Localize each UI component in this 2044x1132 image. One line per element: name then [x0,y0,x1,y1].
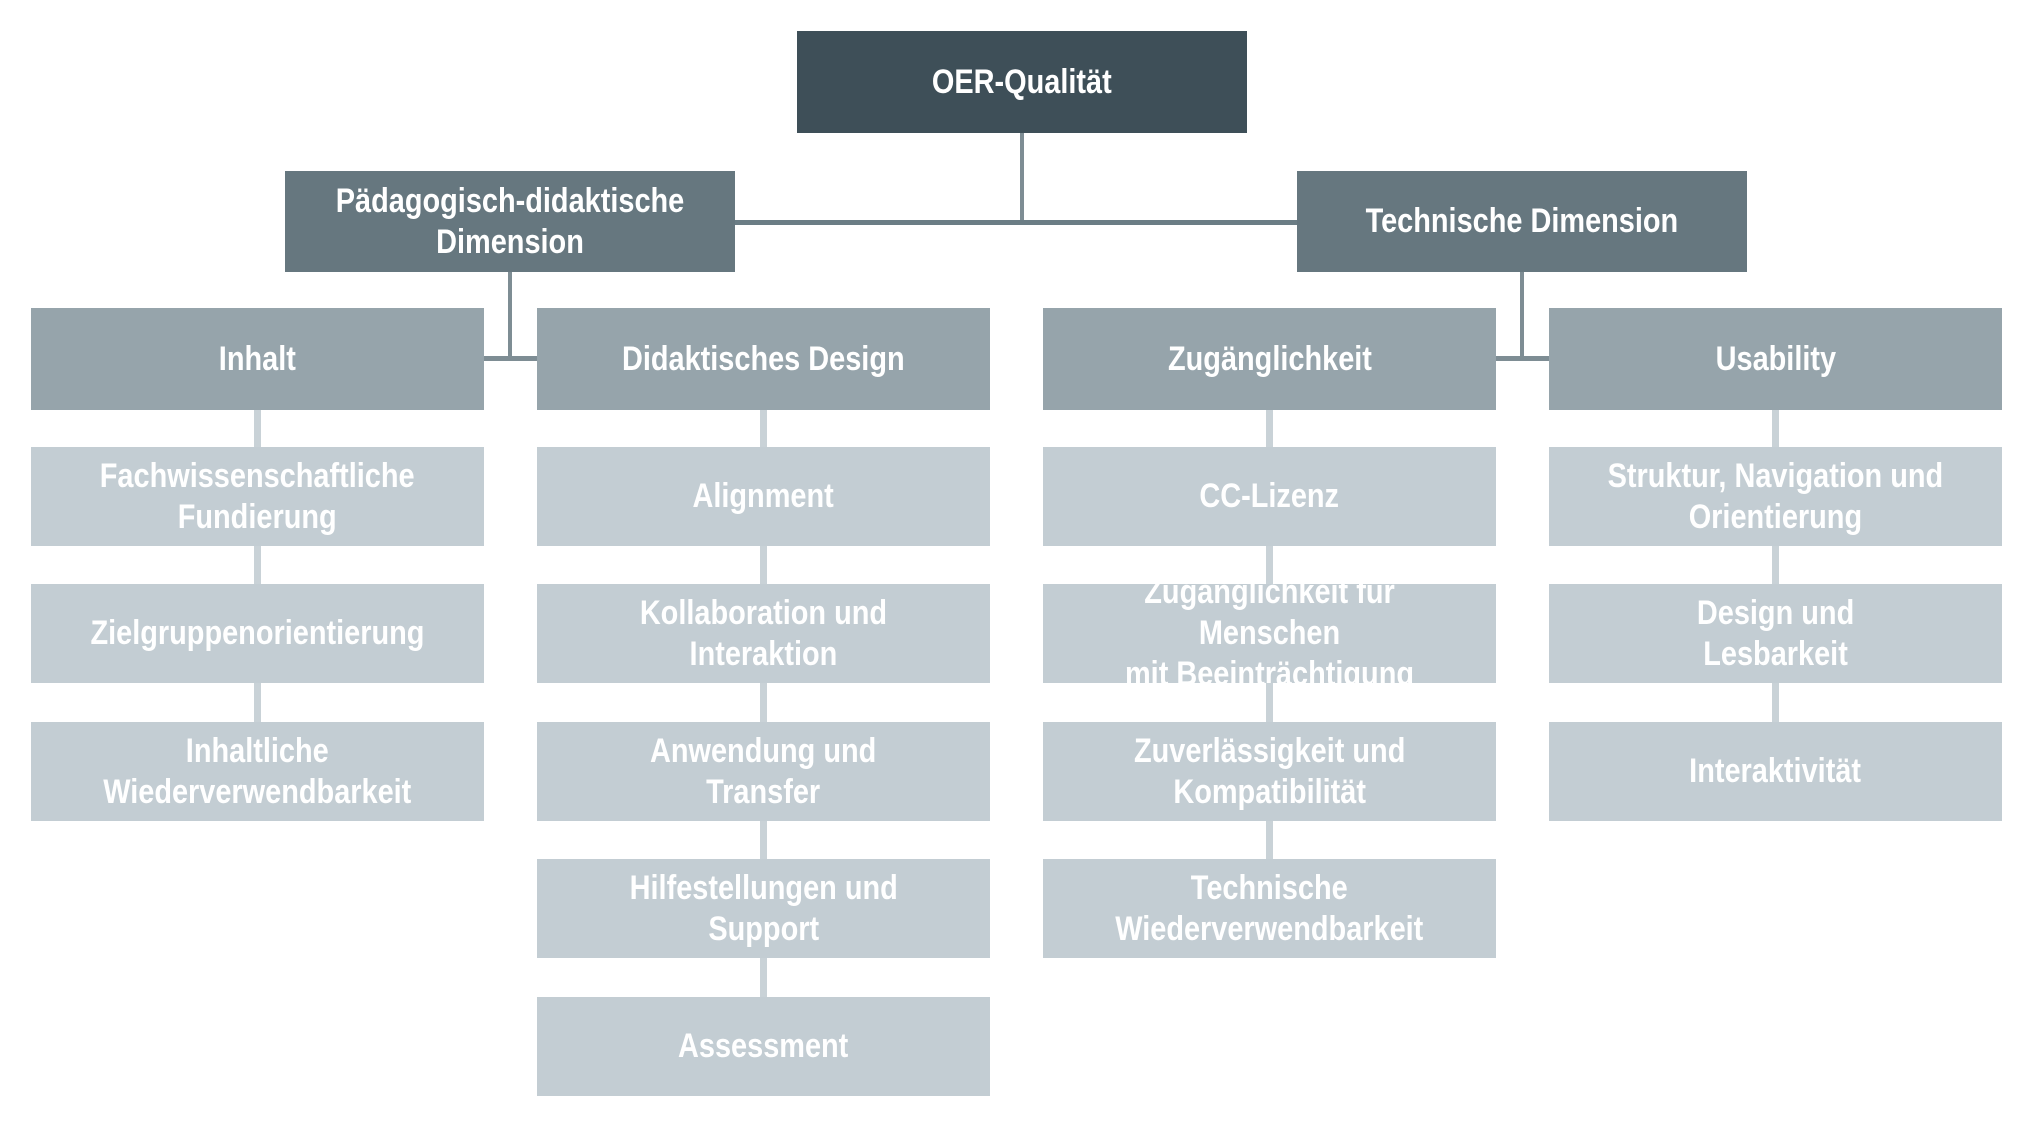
item-node-alignment: Alignment [537,447,990,546]
connector-item-vertical [1266,683,1273,722]
connector-item-vertical [760,958,767,997]
connector-item-vertical [254,410,261,447]
root-node-label: OER-Qualität [932,62,1112,101]
dimension-node-paedagogisch-didaktisch: Pädagogisch-didaktische Dimension [285,171,735,272]
dimension-label: Technische Dimension [1365,202,1679,241]
category-header-label: Didaktisches Design [622,339,905,378]
item-label: Technische Wiederverwendbarkeit [1115,868,1424,948]
item-label: Zielgruppenorientierung [90,614,425,653]
item-node-design-und-lesbarkeit: Design und Lesbarkeit [1549,584,2002,683]
dimension-label: Pädagogisch-didaktische Dimension [335,181,685,261]
item-node-zuverlaessigkeit-und-kompatibilitaet: Zuverlässigkeit und Kompatibilität [1043,722,1496,821]
connector-root-vertical [1020,133,1024,225]
connector-item-vertical [1266,821,1273,859]
category-header-zugaenglichkeit: Zugänglichkeit [1043,308,1496,410]
item-label: Alignment [692,477,835,516]
category-header-label: Inhalt [218,339,297,378]
item-label: Design und Lesbarkeit [1696,593,1855,673]
item-node-anwendung-und-transfer: Anwendung und Transfer [537,722,990,821]
category-header-label: Usability [1715,339,1836,378]
item-node-hilfestellungen-und-support: Hilfestellungen und Support [537,859,990,958]
connector-item-vertical [760,683,767,722]
item-label: Hilfestellungen und Support [629,868,898,948]
item-label: Assessment [678,1027,849,1066]
item-label: CC-Lizenz [1199,477,1340,516]
dimension-node-technisch: Technische Dimension [1297,171,1747,272]
connector-item-vertical [760,821,767,859]
item-node-technische-wiederverwendbarkeit: Technische Wiederverwendbarkeit [1043,859,1496,958]
category-header-usability: Usability [1549,308,2002,410]
item-label: Fachwissenschaftliche Fundierung [100,456,415,536]
item-label: Zuverlässigkeit und Kompatibilität [1133,731,1406,811]
connector-item-vertical [760,410,767,447]
connector-technisch-vertical [1520,272,1524,361]
item-node-interaktivitaet: Interaktivität [1549,722,2002,821]
item-node-zielgruppenorientierung: Zielgruppenorientierung [31,584,484,683]
item-label: Inhaltliche Wiederverwendbarkeit [103,731,412,811]
connector-item-vertical [1772,546,1779,584]
connector-technisch-tee-horizontal [1496,356,1549,361]
item-node-struktur-navigation-orientierung: Struktur, Navigation und Orientierung [1549,447,2002,546]
connector-item-vertical [1266,546,1273,584]
connector-item-vertical [760,546,767,584]
connector-item-vertical [1772,410,1779,447]
item-node-fachwissenschaftliche-fundierung: Fachwissenschaftliche Fundierung [31,447,484,546]
item-node-assessment: Assessment [537,997,990,1096]
connector-item-vertical [254,546,261,584]
item-label: Struktur, Navigation und Orientierung [1607,456,1944,536]
item-label: Kollaboration und Interaktion [639,593,888,673]
item-node-kollaboration-und-interaktion: Kollaboration und Interaktion [537,584,990,683]
connector-item-vertical [1266,410,1273,447]
category-header-didaktisches-design: Didaktisches Design [537,308,990,410]
root-node-oer-qualitaet: OER-Qualität [797,31,1247,133]
connector-item-vertical [1772,683,1779,722]
item-label: Anwendung und Transfer [650,731,877,811]
item-node-inhaltliche-wiederverwendbarkeit: Inhaltliche Wiederverwendbarkeit [31,722,484,821]
item-label: Interaktivität [1689,752,1862,791]
connector-paedagogisch-tee-horizontal [484,356,537,361]
item-node-zugaenglichkeit-fuer-menschen: Zugänglichkeit für Menschen mit Beeinträ… [1043,573,1496,693]
item-label: Zugänglichkeit für Menschen mit Beeinträ… [1124,573,1415,693]
connector-paedagogisch-vertical [508,272,512,361]
category-header-inhalt: Inhalt [31,308,484,410]
category-header-label: Zugänglichkeit [1167,339,1372,378]
connector-dimensions-horizontal [735,220,1297,225]
item-node-cc-lizenz: CC-Lizenz [1043,447,1496,546]
connector-item-vertical [254,683,261,722]
